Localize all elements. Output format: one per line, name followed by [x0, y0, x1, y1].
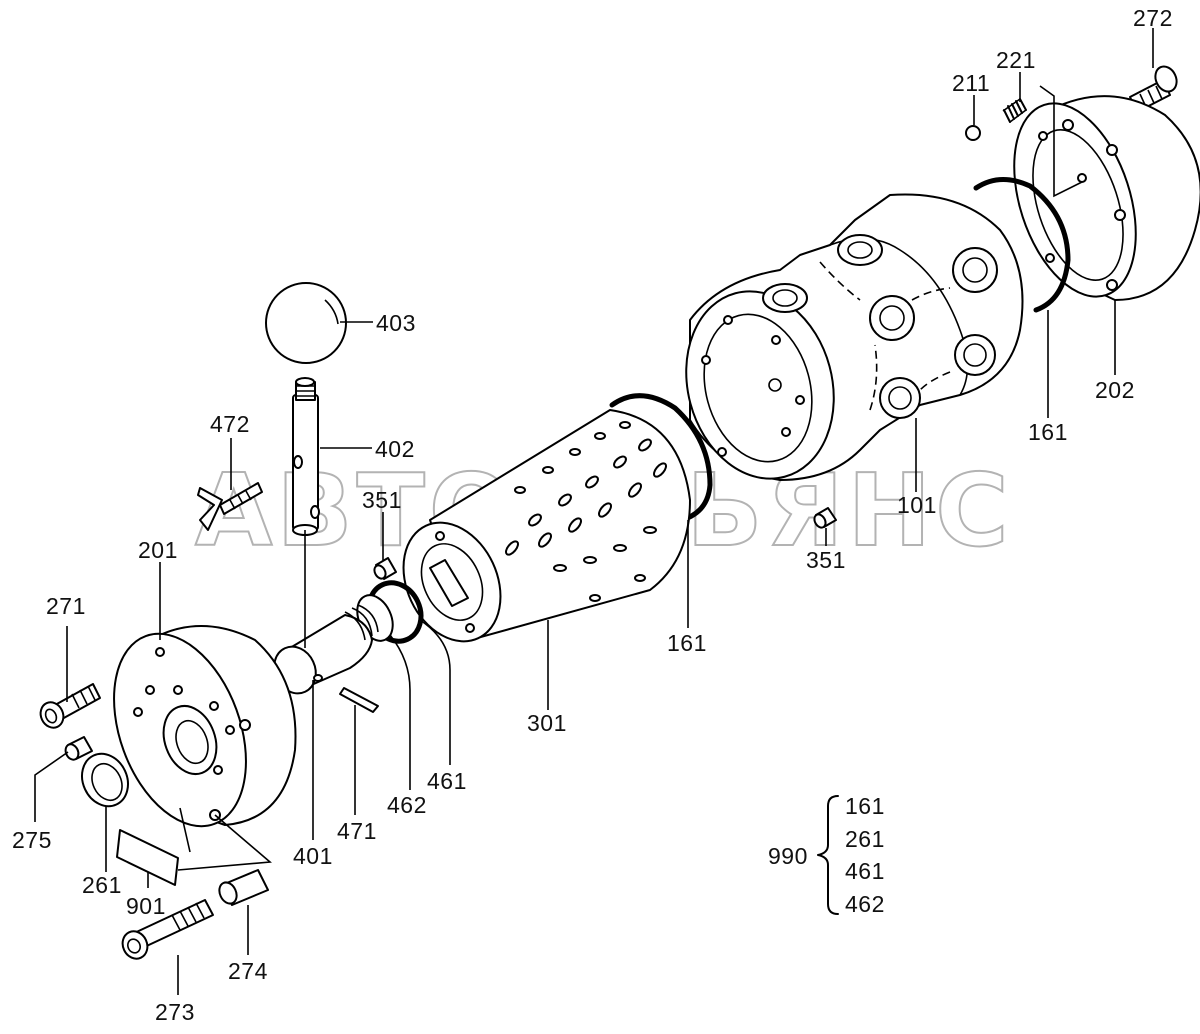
- label-211: 211: [952, 70, 990, 96]
- kit-code: 990: [768, 843, 808, 869]
- label-275: 275: [12, 827, 52, 853]
- kit-item-3: 461: [845, 858, 885, 884]
- sleeve-301: [402, 409, 691, 643]
- label-274: 274: [228, 958, 268, 984]
- label-201: 201: [138, 537, 178, 563]
- part-labels: 272 221 211 403 472 402 351 101 161 202 …: [12, 5, 1173, 1025]
- kit-item-1: 161: [845, 793, 885, 819]
- label-901: 901: [126, 893, 166, 919]
- seal-261: [81, 752, 129, 808]
- pin-471: [339, 687, 379, 713]
- plug-275: [64, 736, 93, 761]
- label-403: 403: [376, 310, 416, 336]
- label-221: 221: [996, 47, 1036, 73]
- leader-lines: [34, 28, 1154, 995]
- label-271: 271: [46, 593, 86, 619]
- name-plate-901: [116, 829, 179, 886]
- plug-351-right: [813, 507, 837, 529]
- kit-brace: [817, 795, 839, 915]
- label-161-right: 161: [1028, 419, 1068, 445]
- label-471: 471: [337, 818, 377, 844]
- housing-101: [685, 193, 1024, 481]
- label-301: 301: [527, 710, 567, 736]
- label-472: 472: [210, 411, 250, 437]
- ball-211: [965, 125, 981, 141]
- end-cover-202: [1013, 85, 1200, 301]
- label-351-left: 351: [362, 487, 402, 513]
- kit-item-4: 462: [845, 891, 885, 917]
- sleeve-holes: [505, 421, 667, 602]
- bushing-274: [218, 869, 269, 906]
- o-ring-161-right: [973, 177, 1071, 313]
- label-161-middle: 161: [667, 630, 707, 656]
- bolt-273: [121, 899, 214, 960]
- label-202: 202: [1095, 377, 1135, 403]
- label-462: 462: [387, 792, 427, 818]
- label-402: 402: [375, 436, 415, 462]
- label-261: 261: [82, 872, 122, 898]
- end-cover-201: [113, 625, 297, 828]
- kit-list: 990 161 261 461 462: [768, 793, 885, 917]
- o-ring-161-middle: [609, 393, 713, 523]
- plug-351-left: [373, 557, 397, 580]
- wing-screw-472: [197, 482, 263, 531]
- shaft-402: [292, 377, 320, 536]
- label-351-right: 351: [806, 547, 846, 573]
- label-401: 401: [293, 843, 333, 869]
- label-273: 273: [155, 999, 195, 1025]
- spring-221: [1002, 98, 1027, 123]
- bolt-271: [39, 683, 101, 729]
- kit-item-2: 261: [845, 826, 885, 852]
- knob-403: [265, 282, 347, 364]
- label-461: 461: [427, 768, 467, 794]
- label-272: 272: [1133, 5, 1173, 31]
- label-101: 101: [897, 492, 937, 518]
